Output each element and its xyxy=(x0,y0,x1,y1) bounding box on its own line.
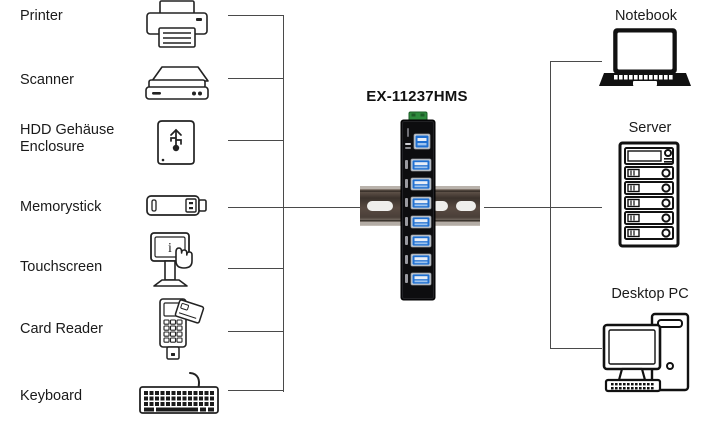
peripheral-stub-keyboard xyxy=(228,390,284,392)
peripheral-trunk-to-hub xyxy=(228,207,388,209)
scanner-icon xyxy=(140,62,214,104)
desktop-pc-icon xyxy=(600,308,706,400)
host-stub-notebook xyxy=(550,61,602,63)
peripheral-label-hdd-enclosure: HDD Gehäuse Enclosure xyxy=(20,122,115,155)
hdd-enclosure-icon xyxy=(152,117,200,167)
printer-icon xyxy=(140,0,214,50)
notebook-icon xyxy=(599,28,692,90)
peripheral-stub-touchscreen xyxy=(228,268,284,270)
touchscreen-icon: i xyxy=(146,230,204,290)
peripheral-label-memorystick: Memorystick xyxy=(20,199,102,215)
host-label-desktop-pc: Desktop PC xyxy=(611,286,689,302)
peripheral-label-card-reader: Card Reader xyxy=(20,321,104,337)
peripheral-bus-vertical xyxy=(283,15,285,392)
peripheral-label-keyboard: Keyboard xyxy=(20,388,83,404)
keyboard-icon xyxy=(136,370,222,418)
card-reader-icon xyxy=(146,296,208,364)
host-bus-vertical xyxy=(550,61,552,349)
server-icon xyxy=(618,141,682,248)
peripheral-label-scanner: Scanner xyxy=(20,72,75,88)
usb-hub-device xyxy=(396,111,440,302)
peripheral-label-touchscreen: Touchscreen xyxy=(20,259,103,275)
peripheral-stub-card-reader xyxy=(228,331,284,333)
host-trunk-from-hub xyxy=(484,207,602,209)
peripheral-stub-hdd xyxy=(228,140,284,142)
host-label-server: Server xyxy=(628,120,672,136)
device-title: EX-11237HMS xyxy=(366,88,468,105)
peripheral-label-printer: Printer xyxy=(20,8,63,24)
usb-stick-icon xyxy=(144,189,210,221)
host-label-notebook: Notebook xyxy=(614,8,678,24)
peripheral-stub-scanner xyxy=(228,78,284,80)
svg-text:i: i xyxy=(168,241,172,256)
host-stub-desktop-pc xyxy=(550,348,602,350)
peripheral-stub-printer xyxy=(228,15,284,17)
